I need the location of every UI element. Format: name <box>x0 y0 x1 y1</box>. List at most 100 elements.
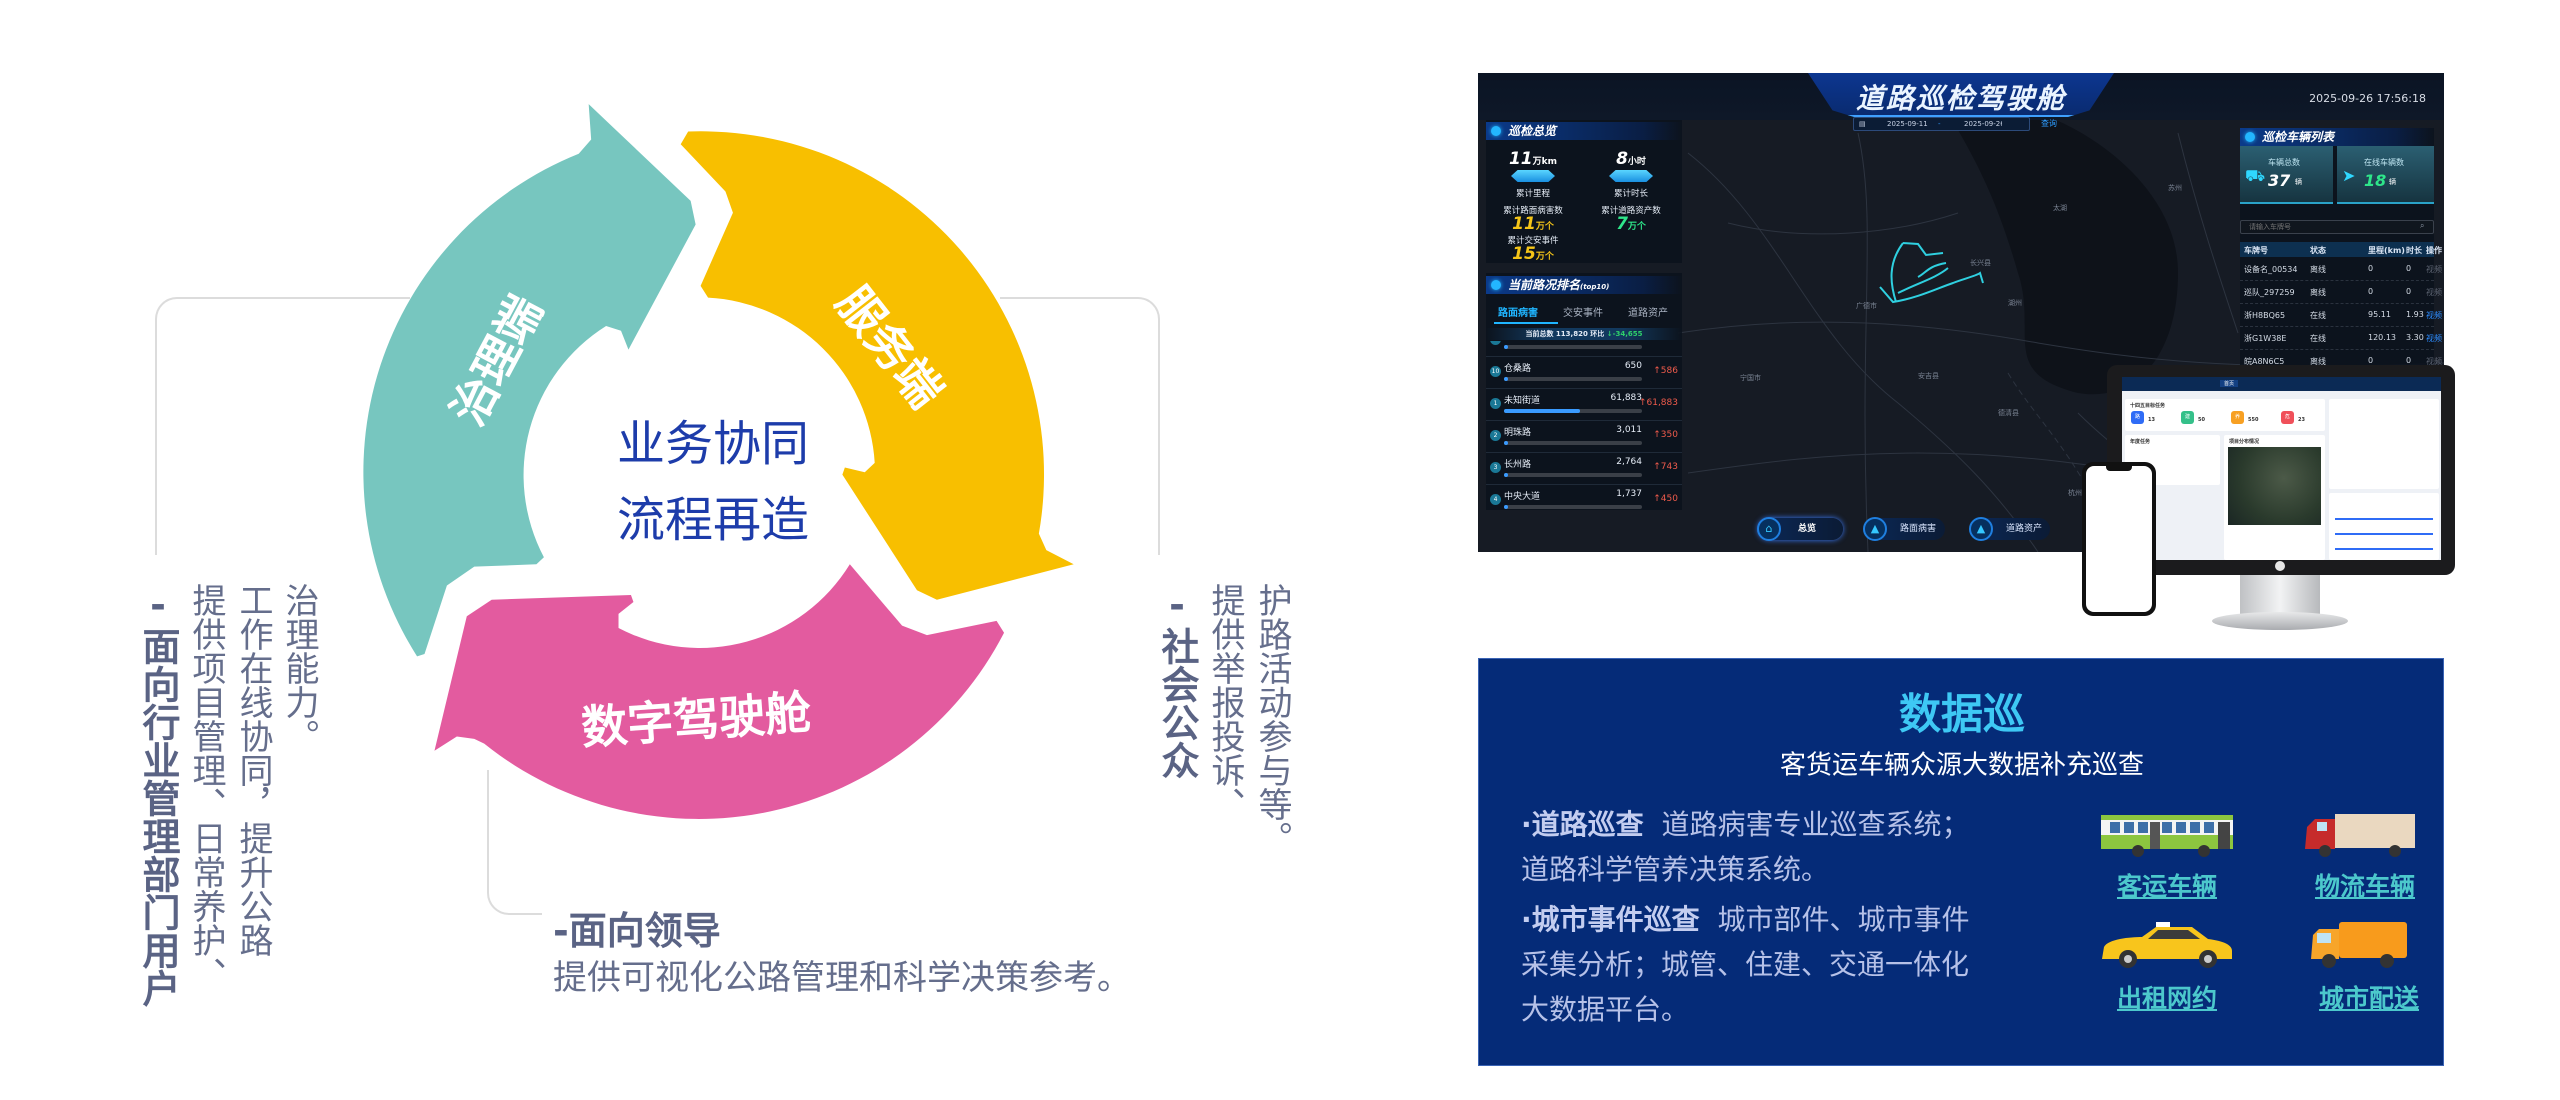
road-delta: ↑586 <box>1653 366 1678 376</box>
progress-card <box>2329 493 2439 560</box>
monitor-base <box>2212 612 2348 630</box>
table-cell: 0 <box>2406 287 2412 296</box>
assets-label: 累计道路资产数 <box>1601 206 1661 216</box>
stat-value: 23 <box>2298 417 2305 423</box>
stat-value: 550 <box>2248 417 2259 423</box>
ranking-row[interactable]: 3 长州路 2,764 ↑743 <box>1486 453 1682 485</box>
public-audience-title: -社会公众 <box>1155 583 1199 779</box>
rank-badge: 1 <box>1490 398 1501 409</box>
vehicle-online-unit: 辆 <box>2389 178 2396 186</box>
road-name: 中央大道 <box>1504 492 1541 502</box>
home-icon: ⌂ <box>1757 517 1781 541</box>
road-progress-bar <box>1504 409 1642 413</box>
tab-road-defects[interactable]: 路面病害 <box>1498 308 1538 319</box>
nav-overview[interactable]: ⌂总览 <box>1757 517 1843 541</box>
city-patrol-line3: 大数据平台。 <box>1521 993 1690 1026</box>
bus-icon <box>2101 815 2233 857</box>
city-patrol-line2: 采集分析；城管、住建、交通一体化 <box>1521 948 1970 981</box>
patrol-track <box>1879 242 1984 304</box>
road-asset-icon: ▲ <box>1969 517 1993 541</box>
tab-traffic-events[interactable]: 交安事件 <box>1563 308 1603 319</box>
vehicle-type-taxi[interactable]: 出租网约 <box>2116 984 2218 1013</box>
logistics-truck-icon <box>2305 814 2415 857</box>
ranking-row[interactable]: 2 明珠路 3,011 ↑350 <box>1486 421 1682 453</box>
ranking-row[interactable]: 1 未知街道 61,883 ↑61,883 <box>1486 389 1682 421</box>
ranking-total-bar: 当前总数 113,820 环比 ↓-34,655 <box>1486 328 1682 340</box>
video-link[interactable]: 视频 <box>2426 311 2442 320</box>
stat-icon: 建 <box>2181 411 2194 424</box>
rank-badge: 2 <box>1490 430 1501 441</box>
center-text-line1: 业务协同 <box>616 416 810 472</box>
road-name: 未知街道 <box>1504 396 1541 406</box>
ranking-row[interactable]: 9 ↑558 <box>1486 341 1682 357</box>
table-cell: 0 <box>2368 287 2374 296</box>
title-banner <box>1808 73 2114 117</box>
nav-road-assets[interactable]: ▲道路资产 <box>1969 517 2050 541</box>
road-value: 650 <box>1624 361 1642 371</box>
mileage-label: 累计里程 <box>1515 189 1551 199</box>
row-divider <box>2240 303 2434 304</box>
map-label: 苏州 <box>2168 184 2182 192</box>
table-cell: 120.13 <box>2368 333 2396 342</box>
vehicle-type-delivery[interactable]: 城市配送 <box>2318 984 2420 1013</box>
vehicle-online-label: 在线车辆数 <box>2364 158 2404 167</box>
table-cell: 离线 <box>2310 357 2326 366</box>
column-header: 状态 <box>2310 246 2326 255</box>
vehicle-total-value: 37 <box>2268 171 2291 190</box>
road-value: 61,883 <box>1610 393 1643 403</box>
bracket-leaders <box>487 770 542 915</box>
industry-desc-line3: 治理能力。 <box>279 583 319 753</box>
lake-taihu <box>1948 113 2178 395</box>
tab-road-assets[interactable]: 道路资产 <box>1628 308 1668 319</box>
table-cell: 离线 <box>2310 265 2326 274</box>
video-link[interactable]: 视频 <box>2426 265 2442 274</box>
road-progress-bar <box>1504 473 1642 477</box>
map-label: 湖州 <box>2008 299 2022 307</box>
table-cell: 3.30 <box>2406 333 2424 342</box>
vehicle-total-unit: 辆 <box>2295 178 2302 186</box>
table-cell: 0 <box>2406 264 2412 273</box>
rank-badge: 3 <box>1490 462 1501 473</box>
satellite-map <box>2228 447 2321 525</box>
query-button[interactable]: 查询 <box>2041 119 2057 128</box>
map-label: 德清县 <box>1998 409 2019 417</box>
active-tab-underline <box>1494 322 1558 324</box>
ranking-row[interactable]: 4 中央大道 1,737 ↑450 <box>1486 485 1682 510</box>
road-progress-bar <box>1504 345 1642 349</box>
date-range-picker[interactable]: ▤ 2025-09-11 - 2025-09-26 <box>1853 117 2030 131</box>
table-cell: 巡队_297259 <box>2244 288 2295 297</box>
vehicle-total-label: 车辆总数 <box>2268 158 2300 167</box>
leaders-audience-title: -面向领导 <box>553 909 721 953</box>
ranking-list: 9 ↑558 10 仓桑路 650 ↑586 1 未知街道 61,883 ↑61… <box>1478 341 1688 510</box>
video-link[interactable]: 视频 <box>2426 357 2442 366</box>
plate-search-input[interactable] <box>2240 220 2434 234</box>
video-link[interactable]: 视频 <box>2426 334 2442 343</box>
road-value: 1,737 <box>1616 489 1642 499</box>
date-end: 2025-09-26 <box>1964 120 2002 128</box>
vehicle-type-passenger[interactable]: 客运车辆 <box>2116 872 2218 901</box>
nav-road-defects[interactable]: ▲路面病害 <box>1863 517 1945 541</box>
data-patrol-panel: 数据巡 客货运车辆众源大数据补充巡查 ·道路巡查 道路病害专业巡查系统； 道路科… <box>1478 658 2444 1066</box>
search-icon[interactable]: ⌕ <box>2420 221 2425 230</box>
apple-logo-icon <box>2275 561 2285 571</box>
phone-mockup <box>2082 462 2156 616</box>
overview-header: 巡检总览 <box>1486 122 1682 140</box>
ranking-row[interactable]: 10 仓桑路 650 ↑586 <box>1486 357 1682 389</box>
tasks-title: 年度任务 <box>2130 439 2151 445</box>
rank-badge: 10 <box>1490 366 1501 377</box>
stat-icon: 危 <box>2281 411 2294 424</box>
road-progress-bar <box>1504 505 1642 509</box>
cycle-diagram <box>363 104 1074 819</box>
platform-nav-home[interactable]: 首页 <box>2220 380 2239 387</box>
video-link[interactable]: 视频 <box>2426 288 2442 297</box>
car-icon: ⛟ <box>2245 166 2266 185</box>
ranking-panel <box>1486 273 1682 510</box>
vehicle-type-logistics[interactable]: 物流车辆 <box>2314 872 2416 901</box>
table-cell: 皖A8N6C5 <box>2244 357 2285 366</box>
cycle-arrow-service <box>680 131 1074 600</box>
row-divider <box>2240 326 2434 327</box>
